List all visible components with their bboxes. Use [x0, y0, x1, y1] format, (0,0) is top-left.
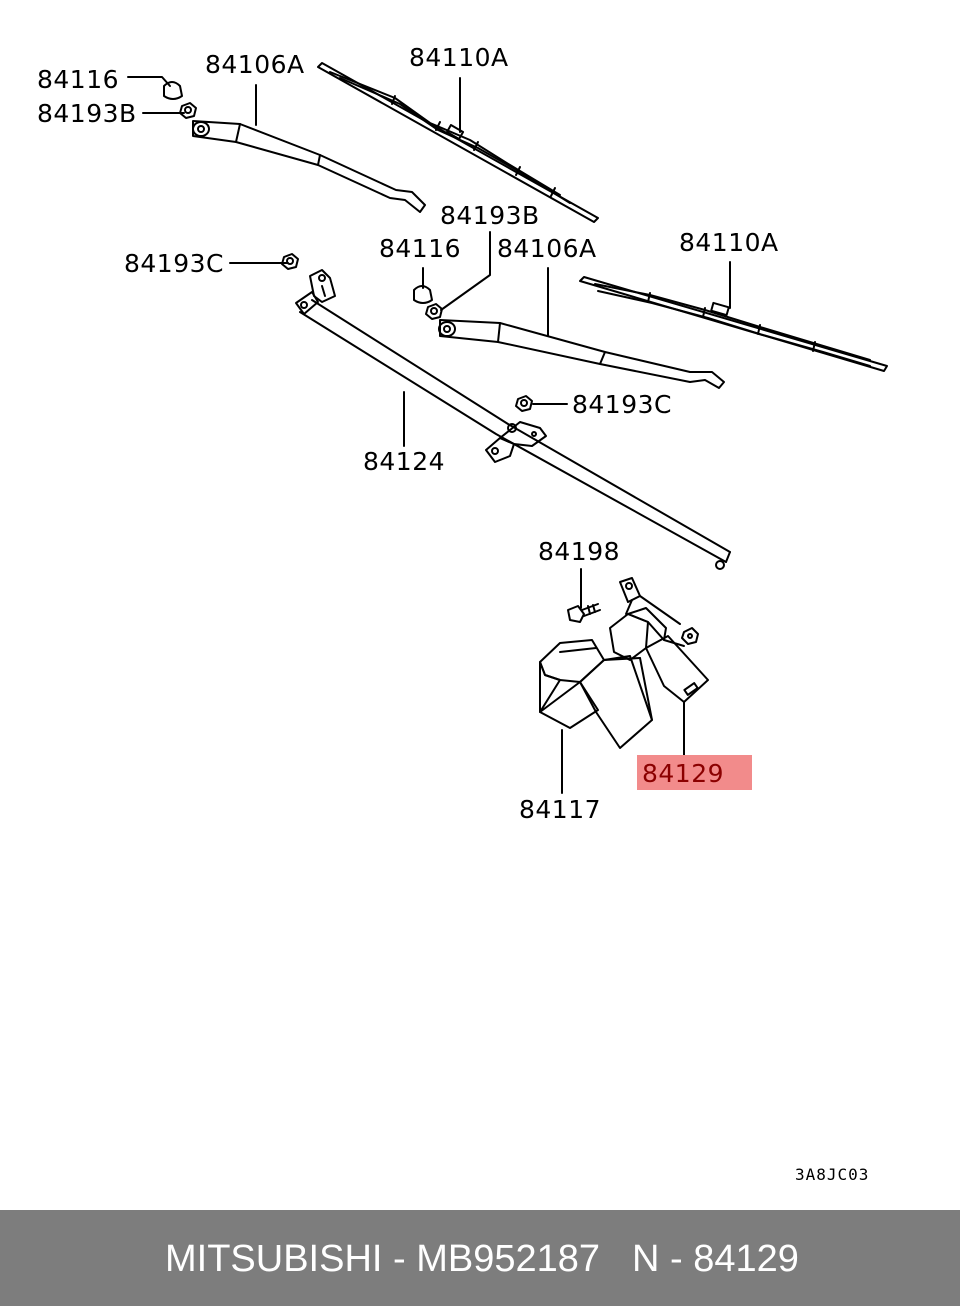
label-84110a-lower: 84110A — [679, 228, 779, 257]
label-84193c-upper: 84193C — [124, 249, 224, 278]
wiper-parts-diagram — [127, 62, 888, 794]
label-84116-upper: 84116 — [37, 65, 120, 94]
footer-bar: MITSUBISHI - MB952187 N - 84129 — [0, 1210, 960, 1306]
motor-cover-84117 — [539, 639, 653, 749]
wiper-arm-upper — [192, 120, 426, 213]
label-84117: 84117 — [519, 795, 602, 824]
label-84129: 84129 — [642, 759, 725, 788]
highlight-box-84129 — [637, 755, 752, 790]
wiper-blade-upper — [317, 62, 599, 223]
label-84106a-upper: 84106A — [205, 50, 305, 79]
footer-brand-part: MITSUBISHI - MB952187 — [165, 1238, 601, 1280]
cap-84116-upper — [163, 81, 183, 100]
leader-lines — [127, 76, 731, 794]
nut-84193c-lower — [515, 395, 533, 412]
label-84198: 84198 — [538, 537, 621, 566]
label-84193b-upper: 84193B — [37, 99, 137, 128]
wiper-blade-lower — [579, 276, 888, 372]
wiper-linkage — [295, 269, 731, 570]
nut-84193c-upper — [281, 253, 299, 270]
label-84193c-lower: 84193C — [572, 390, 672, 419]
nut-84193b-upper — [179, 102, 197, 119]
bolt-84198 — [567, 603, 601, 623]
wiper-motor-84129 — [609, 577, 709, 703]
footer-ref: N - 84129 — [632, 1238, 799, 1280]
label-84124: 84124 — [363, 447, 446, 476]
label-84110a-upper: 84110A — [409, 43, 509, 72]
label-84106a-lower: 84106A — [497, 234, 597, 263]
nut-84193b-lower — [425, 303, 443, 320]
label-84193b-lower: 84193B — [440, 201, 540, 230]
cap-84116-lower — [413, 285, 433, 304]
wiper-arm-lower — [438, 319, 725, 389]
label-84116-lower: 84116 — [379, 234, 462, 263]
diagram-code: 3A8JC03 — [795, 1165, 870, 1184]
